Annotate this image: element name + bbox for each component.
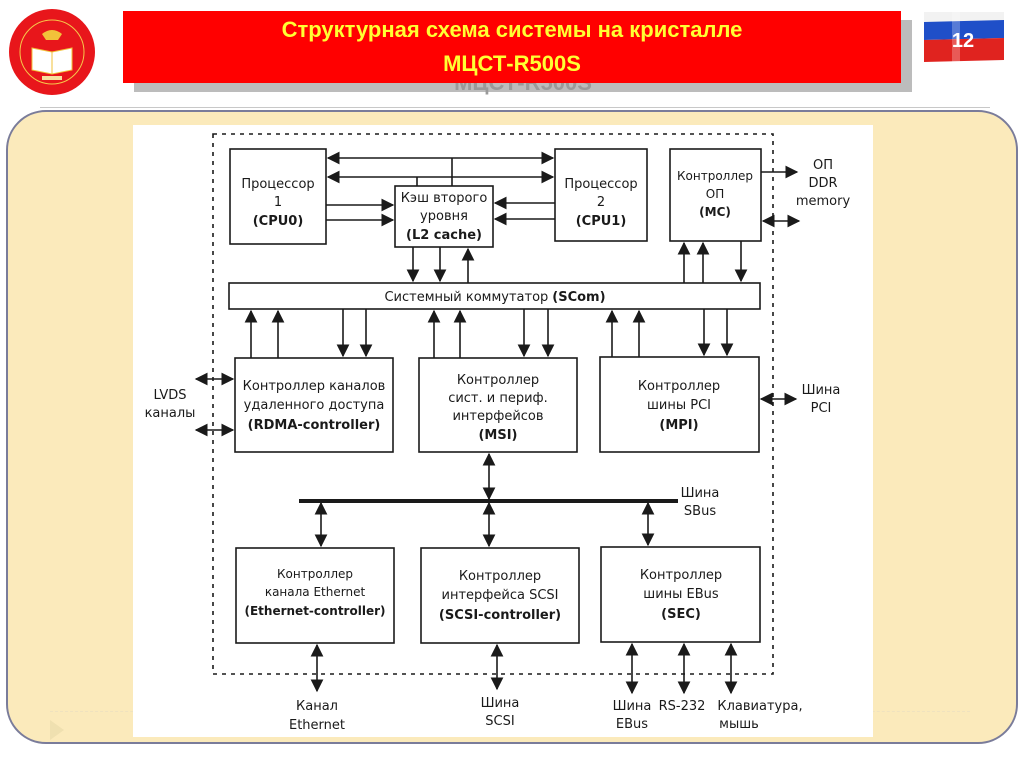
l2-label-3: (L2 cache) [406, 228, 482, 243]
ext-ebus-label-1: Шина [613, 699, 652, 714]
sbus-label-1: Шина [681, 486, 720, 501]
msi-block [418, 357, 578, 453]
ext-kbd-label-2: мышь [719, 717, 759, 732]
eth-label-3: (Ethernet-controller) [245, 604, 386, 618]
scsi-label-1: Контроллер [459, 569, 541, 584]
ext-kbd-label-1: Клавиатура, [717, 699, 802, 714]
cpu1-label-2: 2 [597, 195, 605, 210]
sec-label-1: Контроллер [640, 568, 722, 583]
ext-scsi-label-1: Шина [481, 696, 520, 711]
mpi-label-3: (MPI) [659, 418, 698, 433]
scom-label: Системный коммутатор (SCom) [384, 290, 605, 305]
msi-label-3: интерфейсов [452, 409, 543, 424]
ext-eth-label-2: Ethernet [289, 718, 345, 733]
cpu1-label-1: Процессор [564, 177, 637, 192]
msi-label-1: Контроллер [457, 373, 539, 388]
eth-label-2: канала Ethernet [265, 585, 366, 599]
rdma-label-2: удаленного доступа [244, 398, 385, 413]
cpu1-block [554, 148, 648, 242]
scom-label-abbr: (SCom) [552, 290, 605, 305]
cpu1-label-3: (CPU1) [576, 214, 627, 229]
diagram-canvas: Процессор 1 (CPU0) Кэш второго уровня (L… [133, 125, 873, 737]
title-line-2: МЦСТ-R500S [443, 51, 581, 76]
l2-label-1: Кэш второго [401, 191, 488, 206]
scom-block [228, 282, 761, 310]
sec-block [600, 546, 761, 643]
ethernet-controller-block [235, 547, 395, 644]
ddr-label-1: ОП [813, 158, 833, 173]
pci-label-2: PCI [811, 401, 832, 416]
ext-scsi-label-2: SCSI [485, 714, 514, 729]
pci-label-1: Шина [802, 383, 841, 398]
cpu0-block [229, 148, 327, 245]
mpi-block [599, 356, 760, 453]
mc-label-3: (MC) [699, 205, 731, 219]
slide-number: 12 [951, 30, 975, 52]
ddr-label-2: DDR [808, 176, 837, 191]
sec-label-3: (SEC) [661, 607, 701, 622]
cpu0-label-1: Процессор [241, 177, 314, 192]
mc-label-2: ОП [706, 187, 724, 201]
mpi-label-1: Контроллер [638, 379, 720, 394]
scom-label-text: Системный коммутатор [384, 290, 548, 305]
scsi-label-2: интерфейса SCSI [442, 588, 559, 603]
scsi-label-3: (SCSI-controller) [439, 608, 561, 623]
sec-label-2: шины EBus [643, 587, 719, 602]
l2-cache-block [394, 185, 494, 248]
ext-eth-label-1: Канал [296, 699, 338, 714]
lvds-label-2: каналы [145, 406, 196, 421]
russian-flag-icon [924, 12, 1004, 62]
title-line-1: Структурная схема системы на кристалле [281, 17, 743, 42]
msi-label-2: сист. и периф. [448, 391, 548, 406]
rdma-block [234, 357, 394, 453]
academy-emblem-icon [9, 9, 95, 95]
ext-ebus-label-2: EBus [616, 717, 648, 732]
eth-label-1: Контроллер [277, 567, 353, 581]
mc-block [669, 148, 762, 242]
mpi-label-2: шины PCI [647, 398, 711, 413]
cpu0-label-2: 1 [274, 195, 282, 210]
ext-rs232-label: RS-232 [659, 699, 706, 714]
rdma-label-3: (RDMA-controller) [248, 418, 381, 433]
cpu0-label-3: (CPU0) [253, 214, 304, 229]
msi-label-4: (MSI) [478, 428, 517, 443]
sbus-label-2: SBus [684, 504, 716, 519]
mc-label-1: Контроллер [677, 169, 753, 183]
next-slide-arrow-icon[interactable] [50, 720, 64, 740]
page-title: Структурная схема системы на кристалле М… [123, 11, 901, 83]
ddr-label-3: memory [796, 194, 851, 209]
rdma-label-1: Контроллер каналов [243, 379, 386, 394]
header-divider [40, 107, 990, 108]
scsi-controller-block [420, 547, 580, 644]
soc-block-diagram: Процессор 1 (CPU0) Кэш второго уровня (L… [145, 133, 851, 733]
lvds-label-1: LVDS [154, 388, 187, 403]
l2-label-2: уровня [420, 209, 468, 224]
